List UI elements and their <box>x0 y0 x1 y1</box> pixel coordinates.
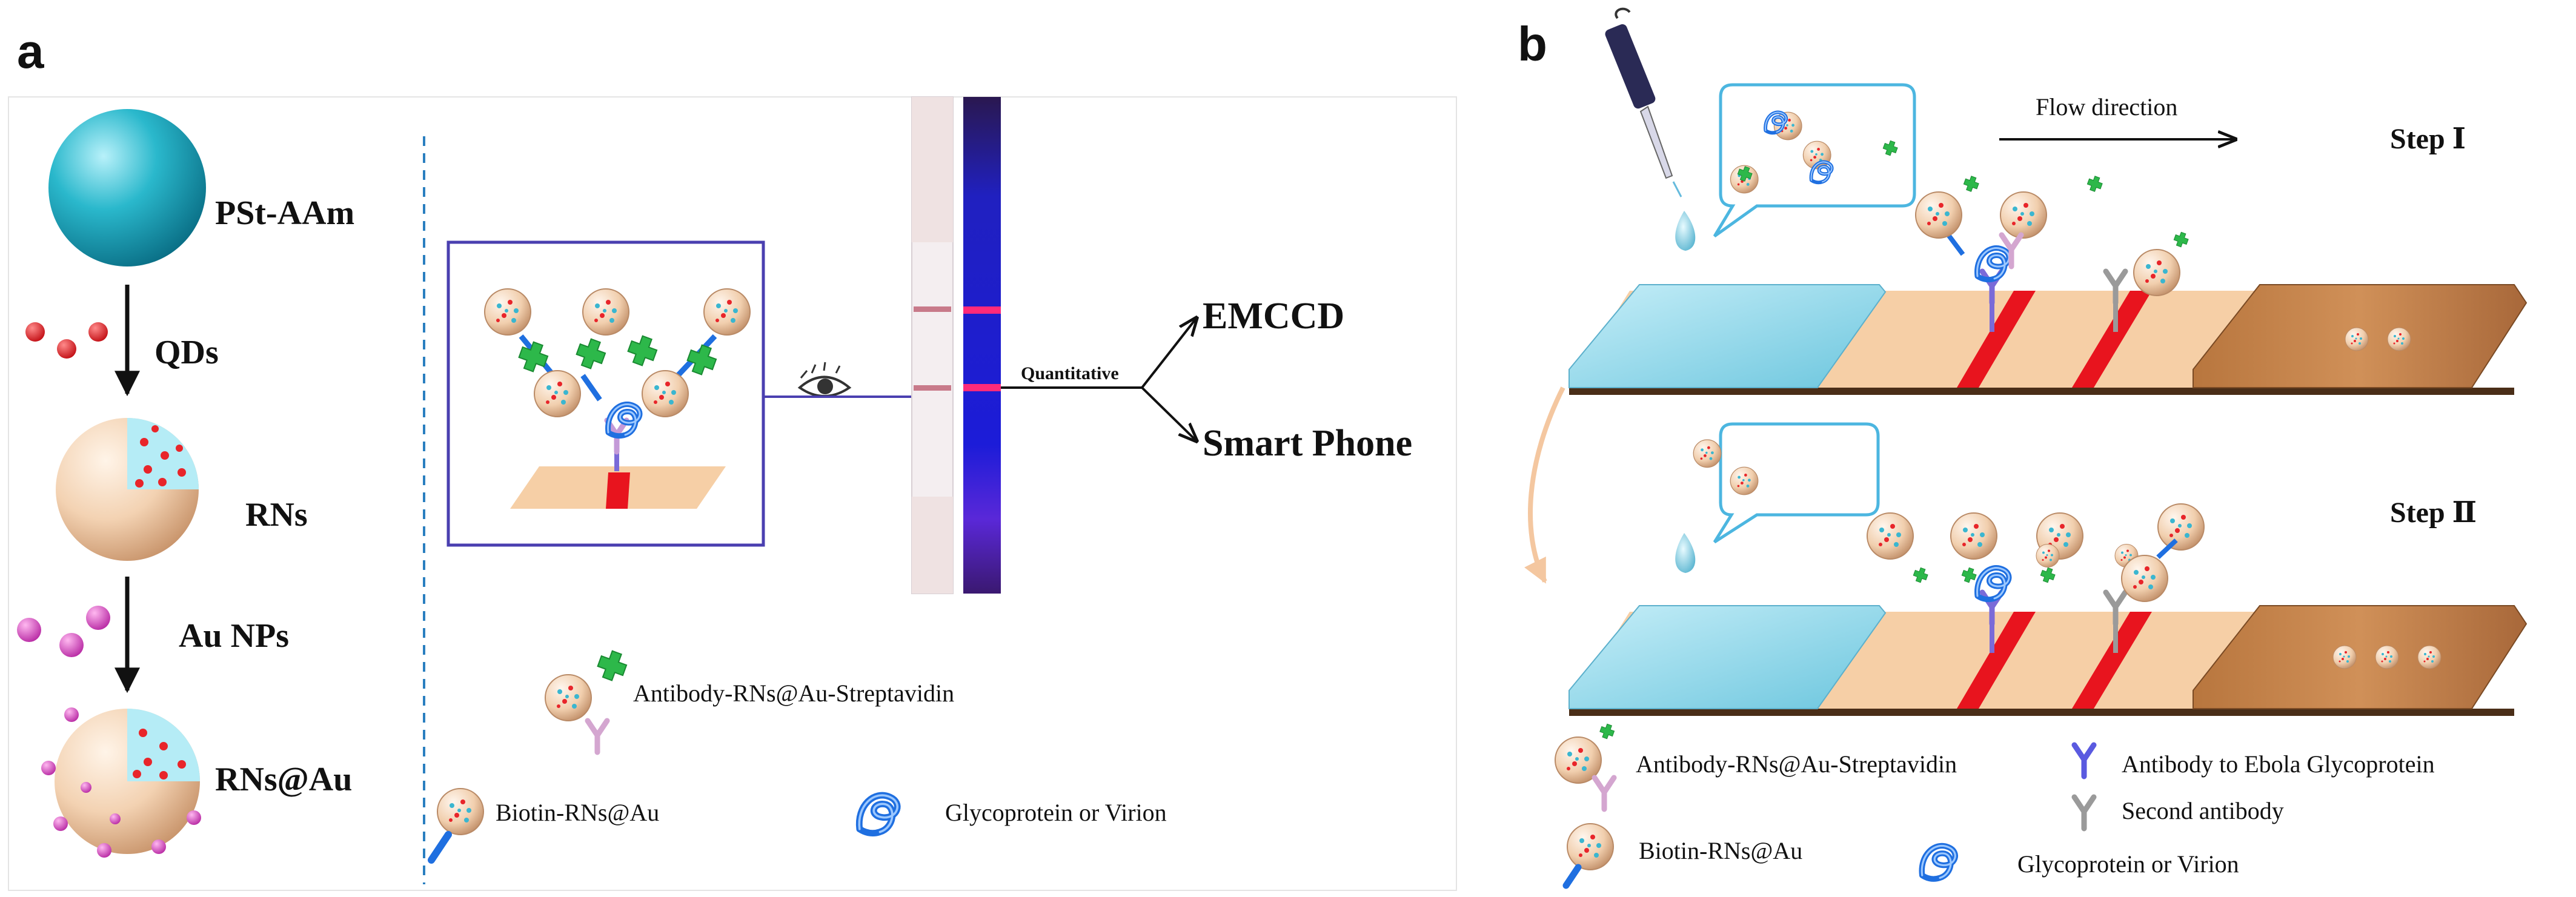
step1-label: Step Ⅰ <box>2390 123 2466 155</box>
legend-a-glyco-label: Glycoprotein or Virion <box>945 799 1167 826</box>
arrow-emccd <box>1141 318 1197 389</box>
rns-au-label: RNs@Au <box>215 761 352 798</box>
legend-b-antibody-icon <box>1555 722 1616 809</box>
legend-b-antibody-label: Antibody-RNs@Au-Streptavidin <box>1636 750 1957 778</box>
panel-a-frame <box>8 96 1457 891</box>
pst-aam-bead <box>48 109 206 266</box>
step-transition-arrow <box>1524 386 1565 584</box>
legend-b-glyco-label: Glycoprotein or Virion <box>2017 850 2239 878</box>
drop-step1 <box>1675 211 1696 251</box>
drop-step2 <box>1675 533 1696 573</box>
bubble-step1 <box>1713 83 1916 238</box>
legend-a-biotin-label: Biotin-RNs@Au <box>496 799 659 826</box>
legend-b-biotin-label: Biotin-RNs@Au <box>1639 837 1802 864</box>
rns-au-bead <box>41 707 201 858</box>
strip-step2 <box>1569 503 2528 716</box>
bubble-step2 <box>1693 422 1880 544</box>
test-strip-white <box>911 96 954 594</box>
au-nps-label: Au NPs <box>179 617 289 655</box>
legend-b-second-ab-label: Second antibody <box>2122 797 2284 824</box>
zoom-box-content <box>484 288 751 509</box>
legend-b-ab-ebola-icon <box>2074 745 2094 776</box>
legend-a-glyco-icon <box>859 795 897 833</box>
smartphone-label: Smart Phone <box>1203 423 1412 464</box>
emccd-label: EMCCD <box>1203 296 1344 337</box>
legend-b-biotin-icon <box>1562 823 1614 889</box>
rns-label: RNs <box>245 496 308 534</box>
test-strip-fluorescent <box>963 97 1001 594</box>
qd-dots <box>25 322 108 359</box>
panel-b-letter: b <box>1518 17 1547 71</box>
au-np-dots <box>17 606 110 657</box>
pipette-icon <box>1605 7 1673 179</box>
flow-direction-label: Flow direction <box>2036 93 2177 121</box>
quantitative-label: Quantitative <box>1021 363 1119 383</box>
arrow-smartphone <box>1141 386 1197 441</box>
legend-a-antibody-label: Antibody-RNs@Au-Streptavidin <box>633 680 954 707</box>
drip-line <box>1672 181 1682 197</box>
rns-bead <box>56 418 199 561</box>
legend-a-biotin-icon <box>428 788 484 864</box>
qds-label: QDs <box>154 334 219 371</box>
legend-b-second-ab-icon <box>2074 797 2094 829</box>
legend-b-glyco-icon <box>1922 846 1955 879</box>
step2-label: Step Ⅱ <box>2390 497 2477 529</box>
legend-a-antibody-icon <box>545 647 630 752</box>
panel-a-letter: a <box>17 24 44 78</box>
eye-icon <box>797 362 852 397</box>
pst-aam-label: PSt-AAm <box>215 194 354 232</box>
strip-step1 <box>1569 174 2528 395</box>
legend-b-ab-ebola-label: Antibody to Ebola Glycoprotein <box>2122 750 2435 778</box>
